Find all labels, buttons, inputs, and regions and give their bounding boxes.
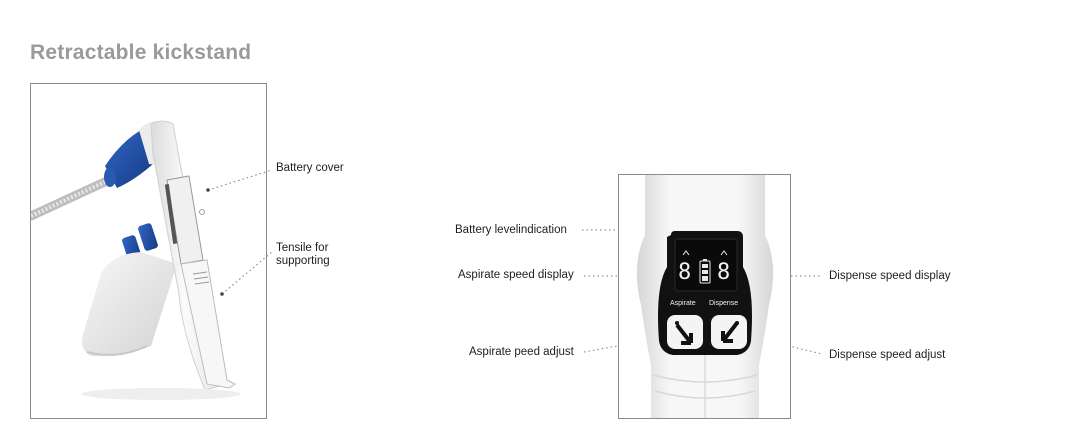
control-panel-illustration	[636, 175, 774, 418]
dispense-speed-digit: 8	[717, 260, 731, 285]
callout-tensile-line2: supporting	[276, 255, 330, 267]
kickstand-product-image	[30, 83, 267, 419]
callout-dispense-display: Dispense speed display	[829, 270, 951, 282]
callout-battery-cover: Battery cover	[276, 162, 344, 174]
page-title: Retractable kickstand	[30, 41, 252, 64]
dispense-screen-label: Dispense	[709, 300, 739, 307]
callout-tensile-line1: Tensile for	[276, 242, 329, 254]
callout-dispense-adjust: Dispense speed adjust	[829, 349, 946, 361]
callout-aspirate-display: Aspirate speed display	[458, 269, 574, 281]
callout-aspirate-adjust: Aspirate peed adjust	[469, 346, 574, 358]
callout-battery-level: Battery levelindication	[455, 224, 567, 236]
aspirate-screen-label: Aspirate	[670, 300, 696, 307]
aspirate-speed-digit: 8	[678, 260, 692, 285]
control-panel-image: 8 8 Aspirate Dispense	[618, 174, 791, 419]
pipette-device-illustration	[31, 120, 241, 400]
